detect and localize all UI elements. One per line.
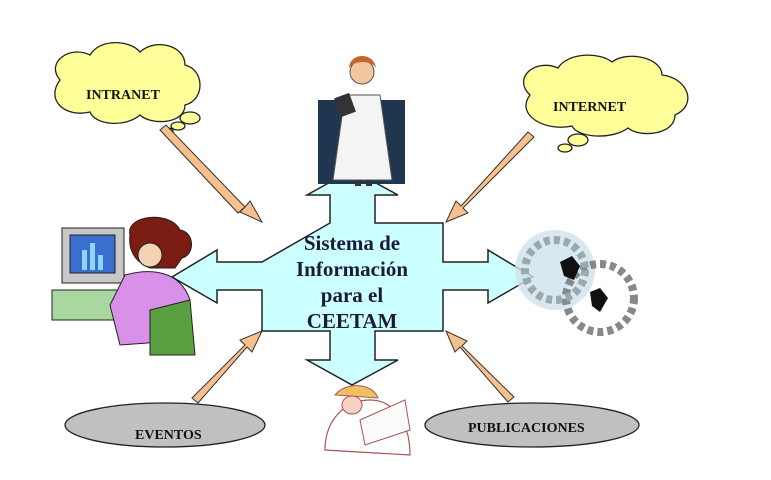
intranet-label: INTRANET — [86, 88, 161, 103]
arrow-eventos-to-center — [191, 330, 264, 404]
arrow-publicaciones-to-center — [445, 329, 515, 403]
publicaciones-ellipse — [424, 402, 640, 448]
center-four-way-arrow — [170, 169, 535, 386]
woman-at-computer-clipart — [51, 216, 196, 356]
arrow-intranet-to-center — [159, 124, 264, 224]
arrow-internet-to-center — [444, 131, 535, 223]
internet-label: INTERNET — [553, 100, 627, 115]
eventos-label: EVENTOS — [135, 428, 202, 443]
center-line-3: para el — [321, 283, 384, 307]
center-line-1: Sistema de — [304, 231, 400, 255]
business-gears-clipart — [515, 230, 638, 336]
doctor-clipart — [318, 56, 405, 186]
center-line-2: Información — [296, 257, 408, 281]
worker-blueprint-clipart — [324, 385, 411, 456]
publicaciones-label: PUBLICACIONES — [468, 421, 585, 436]
eventos-ellipse — [64, 402, 266, 448]
internet-cloud — [522, 54, 689, 153]
center-line-4: CEETAM — [307, 309, 398, 333]
